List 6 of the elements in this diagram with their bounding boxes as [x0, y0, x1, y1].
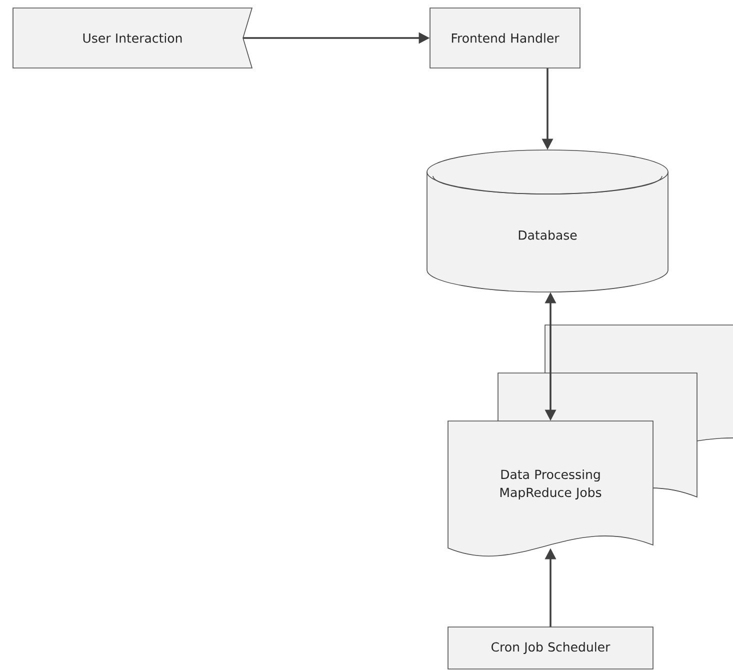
database-cylinder: Database — [426, 150, 668, 292]
document-stack: Data Processing MapReduce Jobs — [448, 324, 733, 556]
process-box: Cron Job Scheduler — [448, 626, 654, 670]
start-box: User Interaction — [12, 8, 253, 68]
process-box: Frontend Handler — [430, 8, 580, 68]
node-label: Data Processing MapReduce Jobs — [500, 469, 602, 500]
